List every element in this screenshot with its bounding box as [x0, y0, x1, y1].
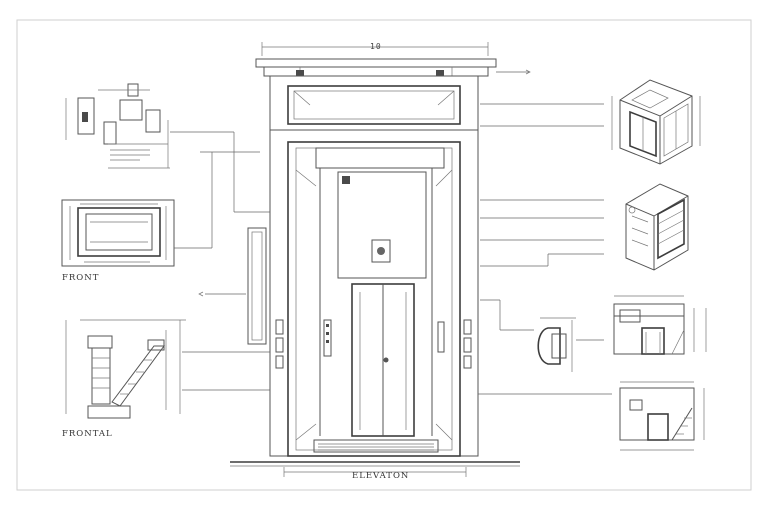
stair-section-detail: FRONTAL: [62, 319, 270, 439]
top-dimension-label: 10: [370, 42, 382, 51]
section-caption: FRONTAL: [62, 429, 113, 439]
stair-room-section-detail: [478, 381, 705, 451]
sheet-border: [16, 19, 752, 491]
front-caption: FRONT: [62, 273, 99, 283]
top-dimension: 10: [261, 42, 489, 56]
cabinet-isometric-detail: [480, 69, 701, 165]
door-elevation: 10: [230, 42, 520, 481]
panel-assembly-detail: FRONT: [61, 151, 260, 297]
handle-detail: [480, 299, 604, 372]
room-section-detail: [613, 295, 707, 355]
light-fixture-detail: [65, 83, 270, 213]
main-caption: ELEVATON: [352, 471, 409, 481]
box-isometric-detail: [480, 183, 689, 271]
